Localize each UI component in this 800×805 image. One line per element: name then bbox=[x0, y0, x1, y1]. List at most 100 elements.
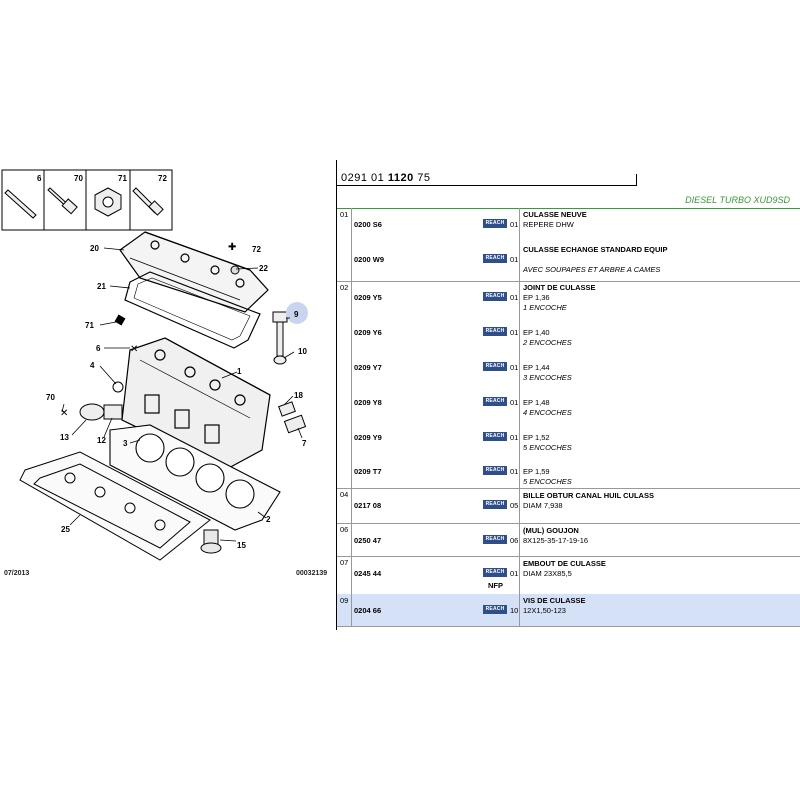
part-reference[interactable]: 0209 Y5 bbox=[354, 293, 382, 302]
part-note: AVEC SOUPAPES ET ARBRE A CAMES bbox=[523, 265, 661, 274]
header-tick bbox=[636, 174, 637, 186]
part-reference[interactable]: 0200 S6 bbox=[354, 220, 382, 229]
part-note: 2 ENCOCHES bbox=[523, 338, 572, 347]
column-divider bbox=[519, 488, 520, 523]
reach-badge: REACH bbox=[483, 219, 507, 228]
part-reference[interactable]: 0209 Y6 bbox=[354, 328, 382, 337]
column-divider bbox=[351, 556, 352, 594]
part-note: 4 ENCOCHES bbox=[523, 408, 572, 417]
part-reference[interactable]: 0209 Y8 bbox=[354, 398, 382, 407]
column-divider bbox=[351, 488, 352, 523]
part-reference[interactable]: 0250 47 bbox=[354, 536, 382, 545]
column-divider bbox=[519, 556, 520, 594]
bolt-70-marker: ✕ bbox=[60, 408, 68, 419]
part-quantity: 01 bbox=[510, 433, 519, 442]
part-spec: EP 1,59 bbox=[523, 467, 550, 476]
head-bolt-drawing bbox=[272, 311, 288, 365]
panel-divider bbox=[336, 160, 337, 630]
group-number: 06 bbox=[340, 525, 349, 534]
bolt-72-marker: ✚ bbox=[228, 242, 236, 253]
column-divider bbox=[519, 208, 520, 281]
column-divider bbox=[351, 281, 352, 488]
part-spec: EP 1,52 bbox=[523, 433, 550, 442]
column-divider bbox=[519, 594, 520, 626]
pn-prefix: 0291 01 bbox=[341, 172, 385, 184]
callout-4: 4 bbox=[90, 361, 95, 370]
part-reference[interactable]: 0209 Y7 bbox=[354, 363, 382, 372]
reach-badge: REACH bbox=[483, 500, 507, 509]
part-spec: EP 1,48 bbox=[523, 398, 550, 407]
part-quantity: 01 bbox=[510, 467, 519, 476]
callout-20: 20 bbox=[90, 244, 99, 253]
part-reference[interactable]: 0204 66 bbox=[354, 606, 382, 615]
part-note: 5 ENCOCHES bbox=[523, 443, 572, 452]
cover-gasket-drawing bbox=[124, 271, 261, 349]
callout-25: 25 bbox=[61, 525, 70, 534]
group-number: 01 bbox=[340, 210, 349, 219]
callout-9: 9 bbox=[294, 310, 299, 319]
head-cover-drawing bbox=[119, 231, 269, 313]
part-note: 3 ENCOCHES bbox=[523, 373, 572, 382]
part-reference[interactable]: 0200 W9 bbox=[354, 255, 385, 264]
part-reference[interactable]: 0245 44 bbox=[354, 569, 382, 578]
inset-label: 71 bbox=[118, 174, 127, 183]
reach-badge: REACH bbox=[483, 397, 507, 406]
part-spec: EP 1,40 bbox=[523, 328, 550, 337]
column-divider bbox=[519, 523, 520, 556]
plug-18-drawing bbox=[278, 401, 307, 434]
gasket-set-drawing bbox=[19, 451, 211, 561]
part-quantity: 10 bbox=[510, 606, 519, 615]
part-title: VIS DE CULASSE bbox=[523, 596, 586, 605]
part-title: EMBOUT DE CULASSE bbox=[523, 559, 606, 568]
callout-71: 71 bbox=[85, 321, 94, 330]
group-number: 09 bbox=[340, 596, 349, 605]
group-number: 02 bbox=[340, 283, 349, 292]
callout-21: 21 bbox=[97, 282, 106, 291]
part-spec: EP 1,44 bbox=[523, 363, 550, 372]
part-reference[interactable]: 0209 T7 bbox=[354, 467, 382, 476]
stud-6-drawing bbox=[4, 189, 37, 219]
ball-4-drawing bbox=[112, 381, 124, 393]
pn-suffix: 75 bbox=[417, 172, 431, 184]
callout-10: 10 bbox=[298, 347, 307, 356]
diagram-code: 00032139 bbox=[296, 570, 328, 577]
part-spec: REPERE DHW bbox=[523, 220, 574, 229]
part-reference[interactable]: 0209 Y9 bbox=[354, 433, 382, 442]
plug-15-drawing bbox=[200, 529, 222, 554]
part-reference[interactable]: 0217 08 bbox=[354, 501, 382, 510]
part-note: 5 ENCOCHES bbox=[523, 477, 572, 486]
column-divider bbox=[351, 208, 352, 281]
diagram-date: 07/2013 bbox=[4, 570, 30, 577]
callout-72: 72 bbox=[252, 245, 261, 254]
part-quantity: 05 bbox=[510, 501, 519, 510]
reach-badge: REACH bbox=[483, 568, 507, 577]
part-quantity: 01 bbox=[510, 569, 519, 578]
nut-71-marker bbox=[114, 314, 126, 326]
selected-callout-bubble bbox=[286, 302, 308, 324]
callout-22: 22 bbox=[259, 264, 268, 273]
inset-label: 70 bbox=[74, 174, 83, 183]
part-title: JOINT DE CULASSE bbox=[523, 283, 596, 292]
nfp-flag: NFP bbox=[488, 581, 503, 590]
part-quantity: 01 bbox=[510, 398, 519, 407]
reach-badge: REACH bbox=[483, 362, 507, 371]
part-number-header: 0291 01 1120 75 bbox=[341, 172, 431, 184]
